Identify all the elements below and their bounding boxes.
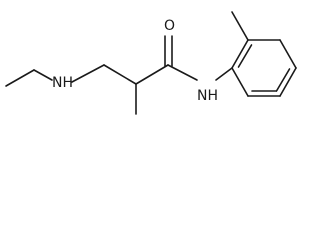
bond-ch-to-carbonyl	[135, 64, 169, 85]
ring-bond-1	[231, 39, 249, 69]
ring-inner-double-1	[237, 44, 253, 68]
amine-nitrogen-label: NH	[52, 75, 73, 91]
bond-carbonyl-to-amide	[167, 64, 198, 81]
ring-bond-6	[231, 67, 249, 97]
ring-bond-3	[279, 39, 297, 69]
bond-amide-to-ring	[215, 67, 233, 81]
carbonyl-oxygen-label: O	[164, 18, 175, 34]
bond-ethyl-to-amine	[33, 69, 53, 81]
chemical-structure: NH O NH	[5, 11, 297, 115]
ring-inner-double-2	[275, 68, 291, 92]
amide-nitrogen-label: NH	[197, 88, 218, 104]
bond-amine-to-ch2	[71, 64, 105, 83]
bond-ch2-to-ch	[103, 64, 137, 85]
bond-ring-methyl	[231, 11, 249, 41]
bond-ethyl-terminal	[5, 69, 35, 87]
ring-bond-4	[279, 67, 297, 97]
structure-canvas: NH O NH	[5, 11, 297, 115]
